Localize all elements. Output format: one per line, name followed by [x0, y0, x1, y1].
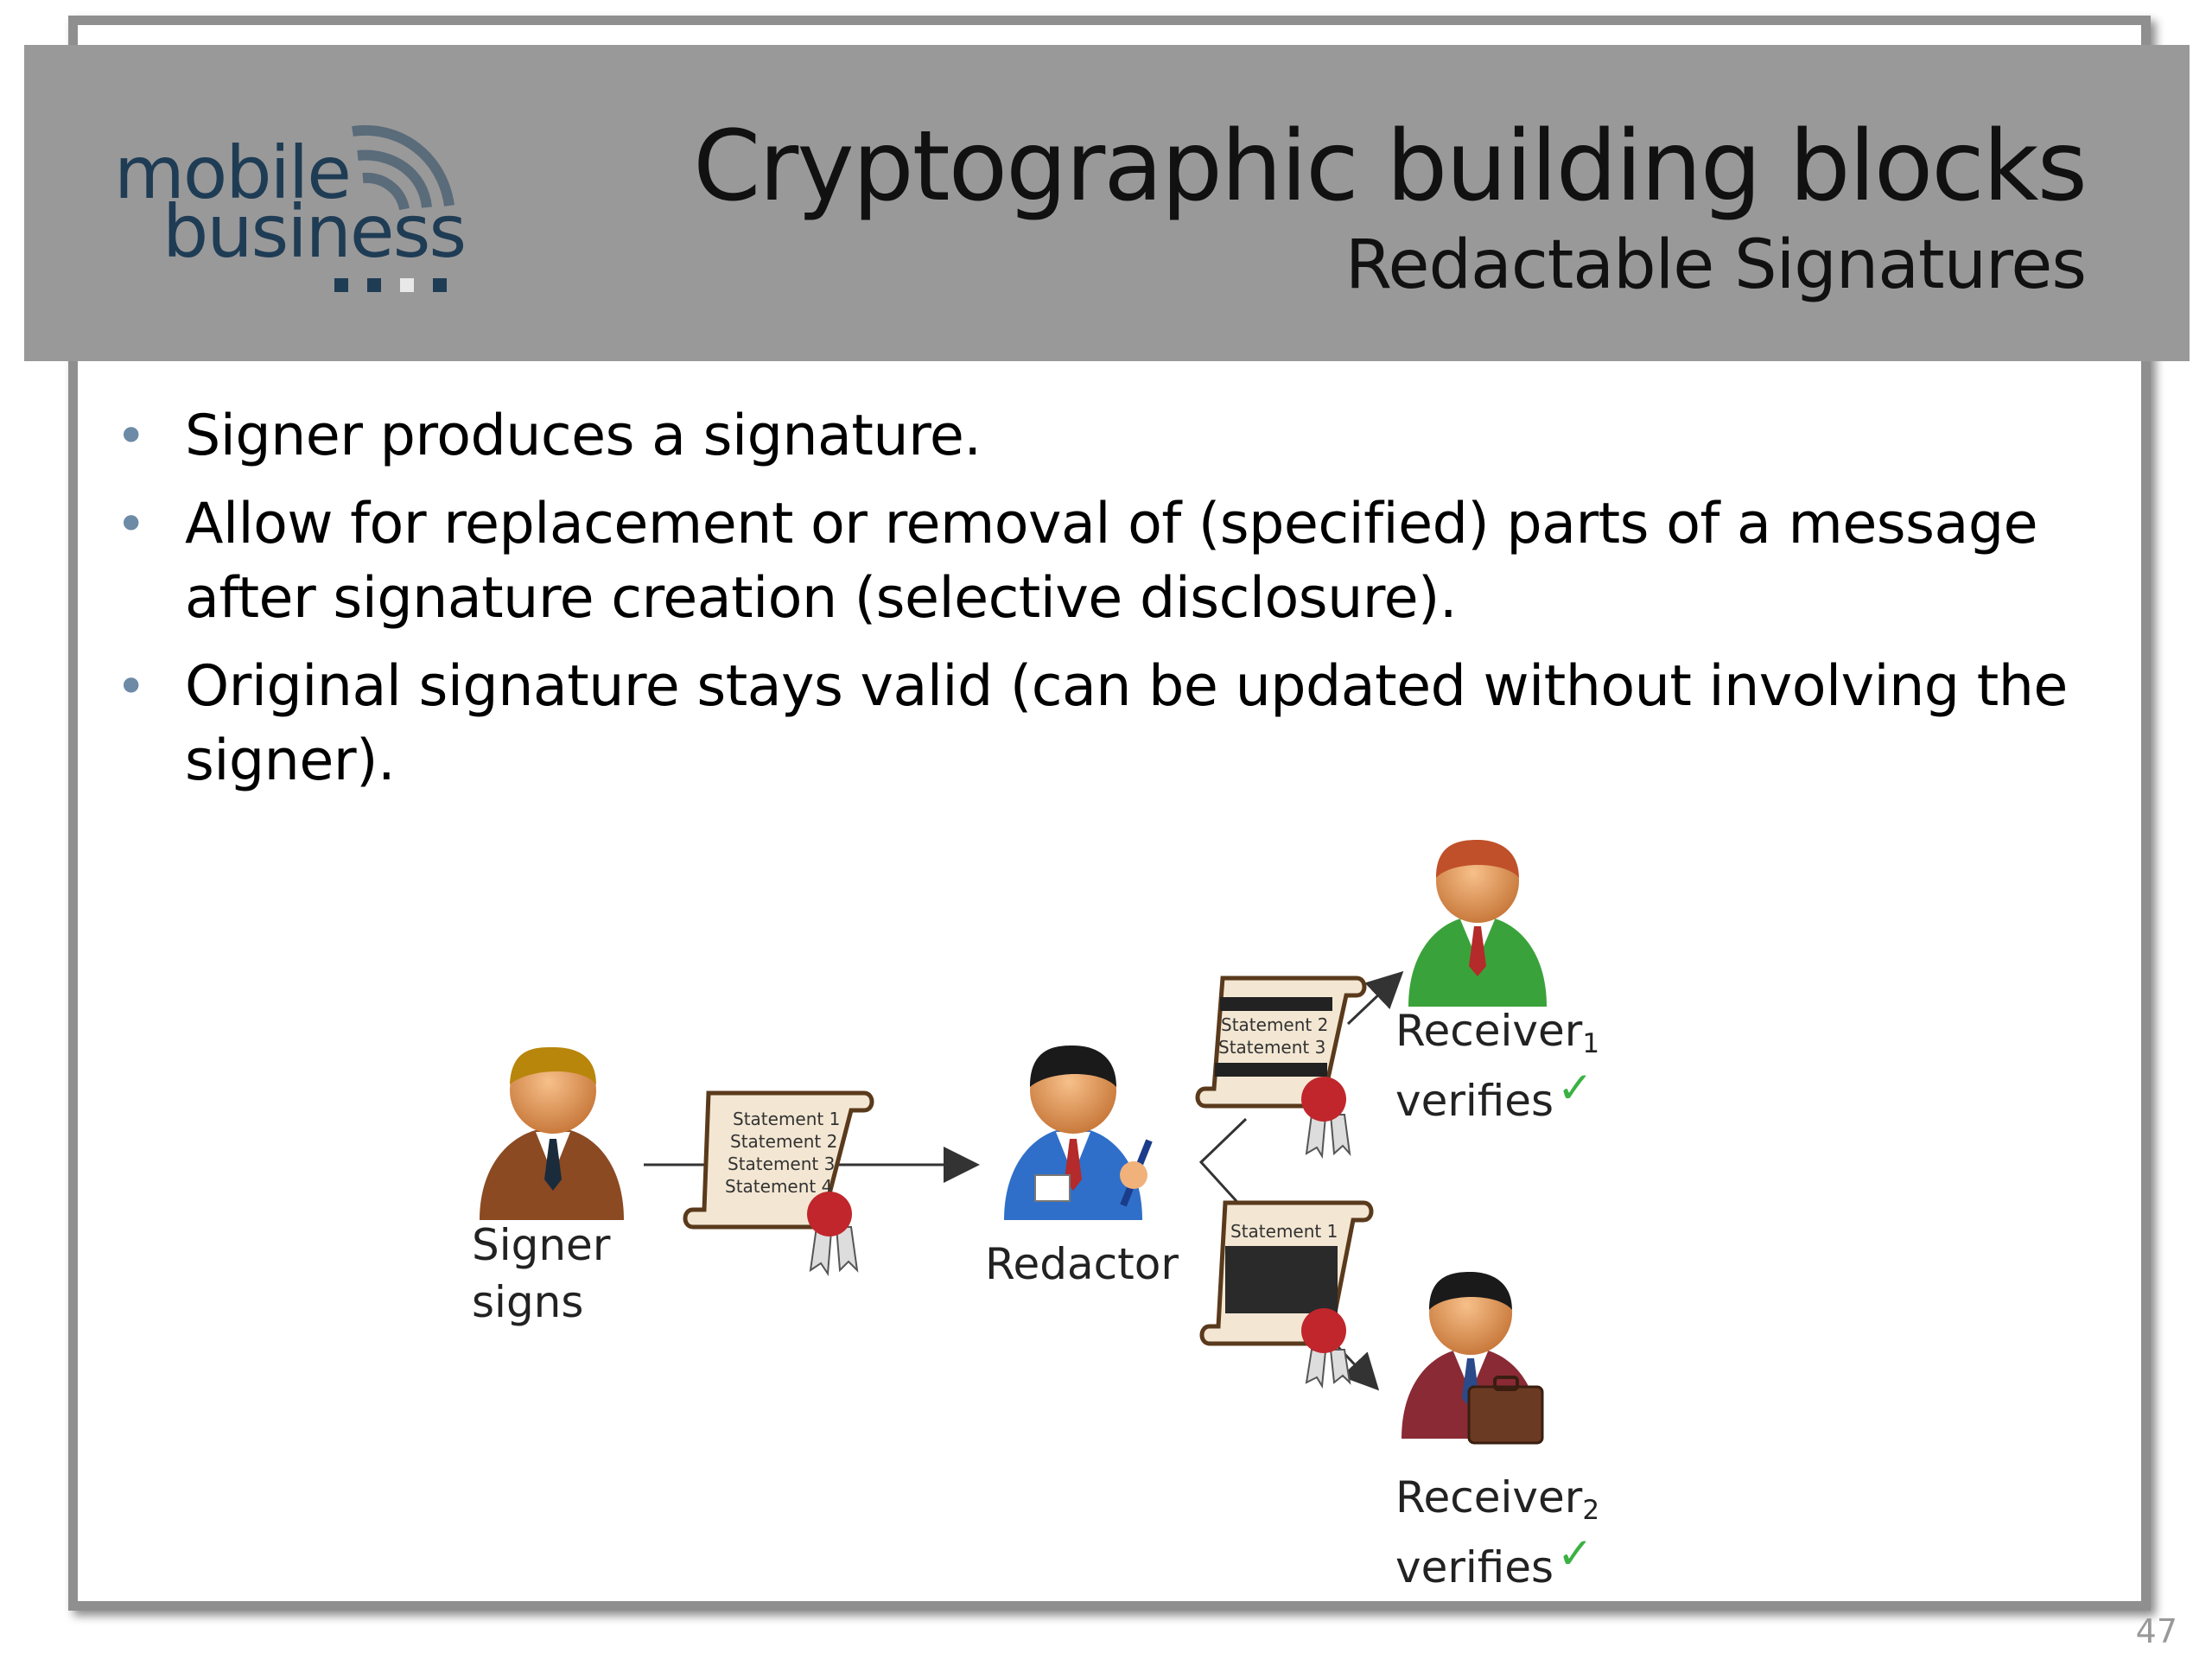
check-mark-icon: ✓ — [1557, 1063, 1593, 1113]
signer-person-icon — [480, 1047, 624, 1220]
bullet-text: Allow for replacement or removal of (spe… — [185, 492, 2038, 631]
bullet-dot-icon: • — [116, 657, 146, 717]
receiver2-name: Receiver — [1395, 1472, 1583, 1522]
receiver2-action: verifies — [1395, 1541, 1554, 1592]
signer-label-line1: Signer — [472, 1220, 611, 1270]
wax-seal-icon — [1301, 1077, 1351, 1160]
doc-r1-statement-2: Statement 2 — [1221, 1014, 1328, 1035]
slide-title: Cryptographic building blocks — [693, 111, 2088, 223]
receiver1-person-icon — [1408, 840, 1547, 1007]
receiver1-index: 1 — [1582, 1027, 1600, 1059]
bullet-list: • Signer produces a signature. • Allow for… — [112, 399, 2100, 812]
redaction-bar — [1215, 1063, 1327, 1077]
signer-label: Signer signs — [472, 1217, 610, 1331]
receiver2-index: 2 — [1582, 1494, 1600, 1526]
arrow-to-receiver1 — [1346, 970, 1404, 1026]
doc-r1-statement-3: Statement 3 — [1218, 1037, 1325, 1058]
wax-seal-icon — [807, 1192, 859, 1276]
signed-document-full: Statement 1 Statement 2 Statement 3 Stat… — [683, 1090, 874, 1276]
doc-r2-statement-1: Statement 1 — [1230, 1221, 1338, 1242]
logo-line-business: business — [162, 189, 467, 274]
doc-full-statement-3: Statement 3 — [728, 1154, 835, 1174]
signer-label-line2: signs — [472, 1277, 584, 1327]
redaction-bar — [1220, 997, 1332, 1011]
logo-line-mobile: mobile — [114, 130, 352, 215]
wax-seal-icon — [1301, 1308, 1351, 1389]
redaction-block — [1225, 1246, 1338, 1313]
slide-subtitle: Redactable Signatures — [1344, 226, 2087, 304]
signal-arcs-icon — [352, 124, 454, 211]
bullet-dot-icon: • — [116, 406, 146, 467]
receiver1-label: Receiver1 verifies — [1395, 1002, 1599, 1129]
bullet-item: • Original signature stays valid (can be … — [112, 650, 2100, 798]
header-band — [24, 45, 2190, 361]
check-mark-icon: ✓ — [1557, 1529, 1593, 1579]
fork-connector — [1198, 1117, 1248, 1211]
redacted-document-receiver1: Statement 2 Statement 3 — [1195, 976, 1367, 1160]
logo-dots-icon — [334, 278, 447, 292]
bullet-dot-icon: • — [116, 494, 146, 555]
receiver1-action: verifies — [1395, 1075, 1554, 1126]
doc-full-statement-4: Statement 4 — [725, 1176, 832, 1197]
receiver2-person-icon — [1402, 1272, 1544, 1445]
redactor-label: Redactor — [985, 1239, 1179, 1289]
briefcase-icon — [1467, 1385, 1544, 1445]
bullet-text: Original signature stays valid (can be u… — [185, 654, 2068, 793]
receiver2-label: Receiver2 verifies — [1395, 1469, 1599, 1596]
page-number: 47 — [2135, 1612, 2177, 1650]
doc-full-statement-1: Statement 1 — [733, 1109, 840, 1129]
receiver1-name: Receiver — [1395, 1006, 1583, 1056]
redacted-document-receiver2: Statement 1 — [1199, 1200, 1374, 1389]
redactor-person-icon — [1004, 1046, 1153, 1220]
bullet-item: • Signer produces a signature. — [112, 399, 2100, 474]
doc-full-statement-2: Statement 2 — [730, 1131, 837, 1152]
bullet-text: Signer produces a signature. — [185, 404, 982, 468]
bullet-item: • Allow for replacement or removal of (sp… — [112, 487, 2100, 636]
mobile-business-logo: mobile business — [114, 121, 477, 302]
